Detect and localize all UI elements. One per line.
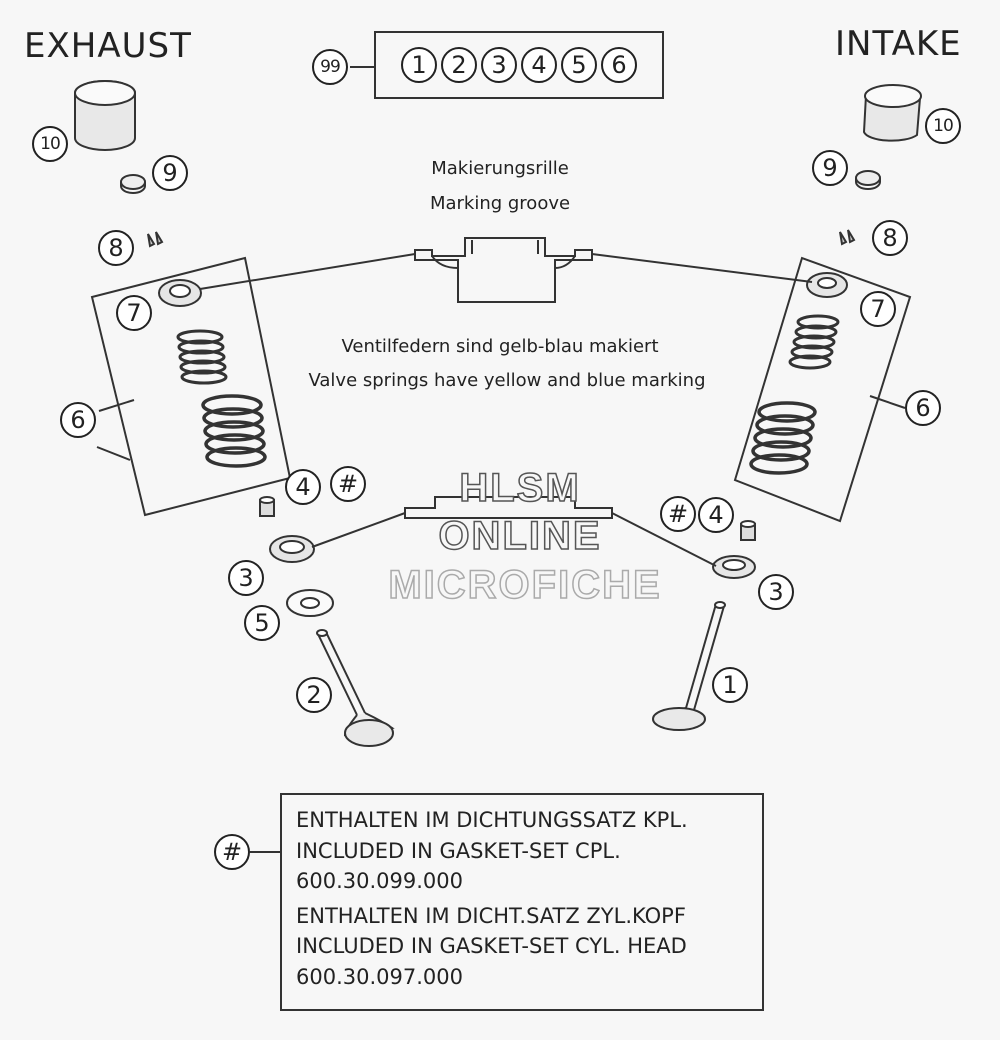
intake-valve-keepers bbox=[839, 229, 856, 246]
exhaust-callout-8: 8 bbox=[98, 230, 134, 266]
callout-99: 99 bbox=[312, 49, 348, 85]
intake-callout-8: 8 bbox=[872, 220, 908, 256]
legend-gasket-symbol: # bbox=[214, 834, 250, 870]
intake-callout-7: 7 bbox=[860, 291, 896, 327]
watermark-hlsm: HLSM bbox=[459, 465, 581, 511]
intake-bucket-tappet bbox=[862, 84, 922, 142]
intake-callout-4: 4 bbox=[698, 497, 734, 533]
exhaust-callout-5: 5 bbox=[244, 605, 280, 641]
valve-springs-en: Valve springs have yellow and blue marki… bbox=[308, 370, 706, 391]
intake-valve bbox=[652, 601, 726, 731]
set-item-6: 6 bbox=[601, 47, 637, 83]
gasket-set-legend: ENTHALTEN IM DICHTUNGSSATZ KPL. INCLUDED… bbox=[280, 793, 764, 1011]
marking-groove-de: Makierungsrille bbox=[431, 158, 569, 179]
valve-springs-de: Ventilfedern sind gelb-blau makiert bbox=[341, 336, 659, 357]
intake-callout-1: 1 bbox=[712, 667, 748, 703]
intake-callout-3: 3 bbox=[758, 574, 794, 610]
intake-callout-9: 9 bbox=[812, 150, 848, 186]
exhaust-outer-spring bbox=[201, 394, 267, 468]
seat-profile bbox=[404, 496, 613, 519]
intake-shim bbox=[855, 170, 881, 190]
exhaust-inner-spring bbox=[176, 329, 228, 385]
marking-groove-en: Marking groove bbox=[429, 193, 571, 214]
intake-inner-spring bbox=[788, 314, 840, 370]
intake-valve-stem-seal bbox=[740, 520, 756, 541]
intake-header: INTAKE bbox=[835, 24, 962, 64]
exhaust-callout-4: 4 bbox=[285, 469, 321, 505]
marking-groove-profile bbox=[414, 237, 593, 303]
exhaust-callout-10: 10 bbox=[32, 126, 68, 162]
intake-callout-gasket: # bbox=[660, 496, 696, 532]
intake-spring-seat bbox=[712, 555, 756, 579]
exhaust-shim bbox=[120, 174, 146, 194]
exhaust-header: EXHAUST bbox=[24, 26, 192, 66]
set-item-3: 3 bbox=[481, 47, 517, 83]
watermark-online: ONLINE bbox=[438, 513, 602, 559]
set-item-2: 2 bbox=[441, 47, 477, 83]
exhaust-valve-stem-seal bbox=[259, 496, 275, 517]
set-item-1: 1 bbox=[401, 47, 437, 83]
exhaust-bucket-tappet bbox=[74, 80, 136, 151]
exhaust-spring-seat bbox=[269, 535, 315, 563]
legend-line-3: 600.30.099.000 bbox=[296, 869, 463, 893]
legend-line-1: ENTHALTEN IM DICHTUNGSSATZ KPL. bbox=[296, 808, 688, 832]
exhaust-washer bbox=[286, 589, 334, 617]
exhaust-callout-3: 3 bbox=[228, 560, 264, 596]
legend-line-6: 600.30.097.000 bbox=[296, 964, 463, 989]
intake-spring-box bbox=[733, 256, 912, 523]
set-item-5: 5 bbox=[561, 47, 597, 83]
intake-outer-spring bbox=[749, 401, 817, 475]
intake-callout-10: 10 bbox=[925, 108, 961, 144]
exhaust-callout-6: 6 bbox=[60, 402, 96, 438]
intake-callout-6: 6 bbox=[905, 390, 941, 426]
exhaust-spring-set-leader bbox=[96, 446, 131, 461]
exhaust-callout-gasket: # bbox=[330, 466, 366, 502]
legend-line-4: ENTHALTEN IM DICHT.SATZ ZYL.KOPF bbox=[296, 903, 686, 928]
exhaust-valve bbox=[316, 629, 395, 747]
intake-spring-retainer bbox=[806, 272, 848, 298]
legend-line-5: INCLUDED IN GASKET-SET CYL. HEAD bbox=[296, 934, 687, 958]
legend-line-2: INCLUDED IN GASKET-SET CPL. bbox=[296, 838, 621, 863]
set-item-4: 4 bbox=[521, 47, 557, 83]
exhaust-spring-retainer bbox=[158, 279, 202, 307]
complete-set-box: 1 2 3 4 5 6 bbox=[374, 31, 664, 99]
exhaust-callout-2: 2 bbox=[296, 677, 332, 713]
exhaust-valve-keepers bbox=[147, 231, 164, 248]
exhaust-callout-7: 7 bbox=[116, 295, 152, 331]
watermark-microfiche: MICROFICHE bbox=[388, 562, 662, 608]
exhaust-callout-9: 9 bbox=[152, 155, 188, 191]
